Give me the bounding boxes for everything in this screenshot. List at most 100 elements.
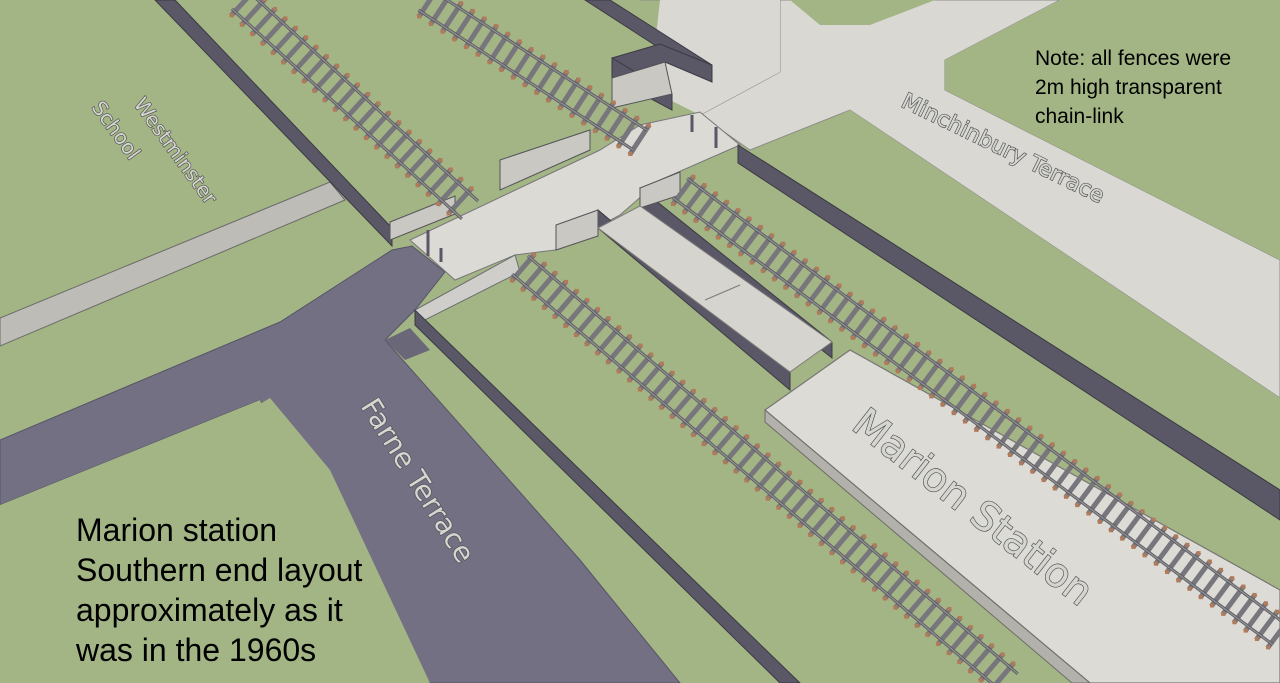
sleeper-pad xyxy=(1073,459,1078,464)
sleeper-pad xyxy=(510,278,515,283)
sleeper-pad xyxy=(343,117,348,122)
sleeper-pad xyxy=(623,108,628,113)
sleeper-pad xyxy=(962,419,967,424)
sleeper-pad xyxy=(792,250,797,255)
sleeper-pad xyxy=(397,120,402,125)
sleeper-pad xyxy=(723,416,728,421)
sleeper-pad xyxy=(1063,494,1068,499)
sleeper-pad xyxy=(322,98,327,103)
sleeper-pad xyxy=(374,145,379,150)
sleeper-pad xyxy=(894,561,899,566)
sleeper-pad xyxy=(682,210,687,215)
sleeper-pad xyxy=(541,305,546,310)
sleeper-pad xyxy=(1120,536,1125,541)
rail xyxy=(445,0,647,131)
sleeper-pad xyxy=(428,22,433,27)
sleeper-pad xyxy=(996,444,1001,449)
sleeper-pad xyxy=(872,543,877,548)
sleeper-pad xyxy=(581,121,586,126)
sleeper-pad xyxy=(459,176,464,181)
track-north-east xyxy=(416,0,652,157)
sleeper-pad xyxy=(1209,603,1214,608)
sleeper-pad xyxy=(475,52,480,57)
sleeper-pad xyxy=(520,287,525,292)
sleeper-pad xyxy=(715,235,720,240)
sleeper-pad xyxy=(1019,461,1024,466)
sleeper-pad xyxy=(957,660,962,665)
sleeper-pad xyxy=(494,24,499,29)
sleeper-pad xyxy=(906,377,911,382)
sleeper-pad xyxy=(819,497,824,502)
sleeper-pad xyxy=(1140,509,1145,514)
sleeper-pad xyxy=(542,261,547,266)
sleeper-pad xyxy=(1011,661,1016,666)
sleeper-pad xyxy=(951,411,956,416)
sleeper-pad xyxy=(363,135,368,140)
sleeper-pad xyxy=(1174,534,1179,539)
sleeper-pad xyxy=(1131,544,1136,549)
sleeper-pad xyxy=(979,634,984,639)
corner-grass-south xyxy=(0,398,430,683)
rail xyxy=(686,177,1280,621)
sleeper-pad xyxy=(884,360,889,365)
sleeper-pad xyxy=(648,396,653,401)
sleeper-pad xyxy=(1050,442,1055,447)
sleeper-pad xyxy=(1153,561,1158,566)
sleeper-pad xyxy=(787,470,792,475)
sleeper-pad xyxy=(239,22,244,27)
sleeper-pad xyxy=(680,423,685,428)
sleeper-pad xyxy=(464,44,469,49)
sleeper-pad xyxy=(882,596,887,601)
sleeper-pad xyxy=(394,164,399,169)
sleeper-pad xyxy=(1241,584,1246,589)
sleeper-pad xyxy=(574,289,579,294)
sleeper-pad xyxy=(616,369,621,374)
fence-west-lower xyxy=(414,308,801,683)
fence-panel-4 xyxy=(611,61,673,109)
sleeper-pad xyxy=(769,233,774,238)
sleeper-pad xyxy=(1016,417,1021,422)
sleeper-pad xyxy=(1039,434,1044,439)
sleeper-pad xyxy=(882,316,887,321)
sleeper-pad xyxy=(1198,595,1203,600)
sleeper-pad xyxy=(304,35,309,40)
sleeper-pad xyxy=(534,90,539,95)
sleeper-pad xyxy=(760,268,765,273)
sleeper-pad xyxy=(584,342,589,347)
sleeper-pad xyxy=(1000,652,1005,657)
sleeper-pad xyxy=(972,383,977,388)
sleeper-pad xyxy=(805,302,810,307)
sleeper-pad xyxy=(1165,570,1170,575)
sleeper-pad xyxy=(1162,526,1167,531)
rail xyxy=(672,197,1274,646)
sleeper-pad xyxy=(839,327,844,332)
sleeper-pad xyxy=(670,370,675,375)
crossing-gate-post-icon xyxy=(426,115,718,262)
sleeper-pad xyxy=(772,277,777,282)
sleeper-pad xyxy=(564,279,569,284)
rail xyxy=(418,9,634,151)
fence-panel-1 xyxy=(499,129,591,191)
sleeper-pad xyxy=(702,398,707,403)
sleeper-pad xyxy=(604,136,609,141)
sleeper-pad xyxy=(904,333,909,338)
sleeper-pad xyxy=(781,241,786,246)
sleeper-pad xyxy=(946,651,951,656)
sleeper-pad xyxy=(727,243,732,248)
sleeper-pad xyxy=(904,614,909,619)
platform-walkway xyxy=(597,205,833,373)
sleeper-pad xyxy=(1266,645,1271,650)
sleeper-pad xyxy=(627,378,632,383)
sleeper-pad xyxy=(262,0,267,2)
sleeper-pad xyxy=(840,516,845,521)
fence-note: Note: all fences were 2m high transparen… xyxy=(1035,47,1232,128)
sleeper-pad xyxy=(415,183,420,188)
sleeper-pad xyxy=(425,192,430,197)
track-south-east xyxy=(670,174,1280,650)
sleeper-pad xyxy=(405,173,410,178)
sleeper-pad xyxy=(1230,576,1235,581)
sleeper-pad xyxy=(744,478,749,483)
sleeper-pad xyxy=(1097,519,1102,524)
sleeper-pad xyxy=(459,1,464,6)
sleeper-pad xyxy=(669,414,674,419)
